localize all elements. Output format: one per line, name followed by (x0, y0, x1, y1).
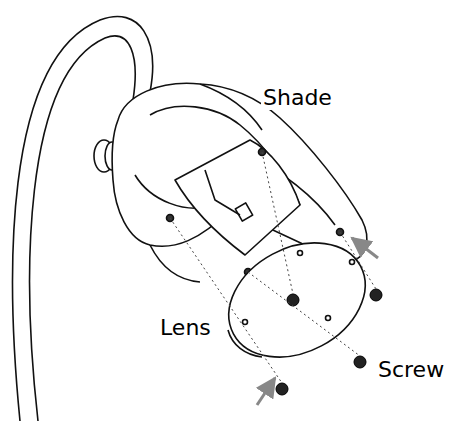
lens-hole (243, 320, 248, 325)
direction-arrow (257, 378, 275, 405)
shade-inner (150, 245, 200, 282)
lens-hole (298, 251, 303, 256)
screw (287, 294, 299, 306)
housing (175, 140, 300, 255)
shade-rim (200, 84, 262, 130)
lens-hole (350, 260, 355, 265)
lens-hole (326, 316, 331, 321)
screw (276, 383, 288, 395)
housing (205, 170, 240, 215)
assembly-line (248, 272, 360, 356)
assembly-line (262, 152, 293, 294)
part-label: Lens (158, 316, 213, 340)
part-label: Shade (261, 86, 334, 110)
shade (112, 83, 367, 262)
assembly-line (170, 218, 282, 383)
direction-arrow (352, 238, 378, 258)
part-label: Screw (376, 358, 446, 382)
screw (354, 356, 366, 368)
housing-slot (235, 203, 252, 221)
screw (370, 289, 382, 301)
lens (209, 220, 385, 379)
assembly-line (340, 232, 376, 289)
lamp-arm (30, 36, 135, 421)
lens-edge (228, 330, 262, 357)
